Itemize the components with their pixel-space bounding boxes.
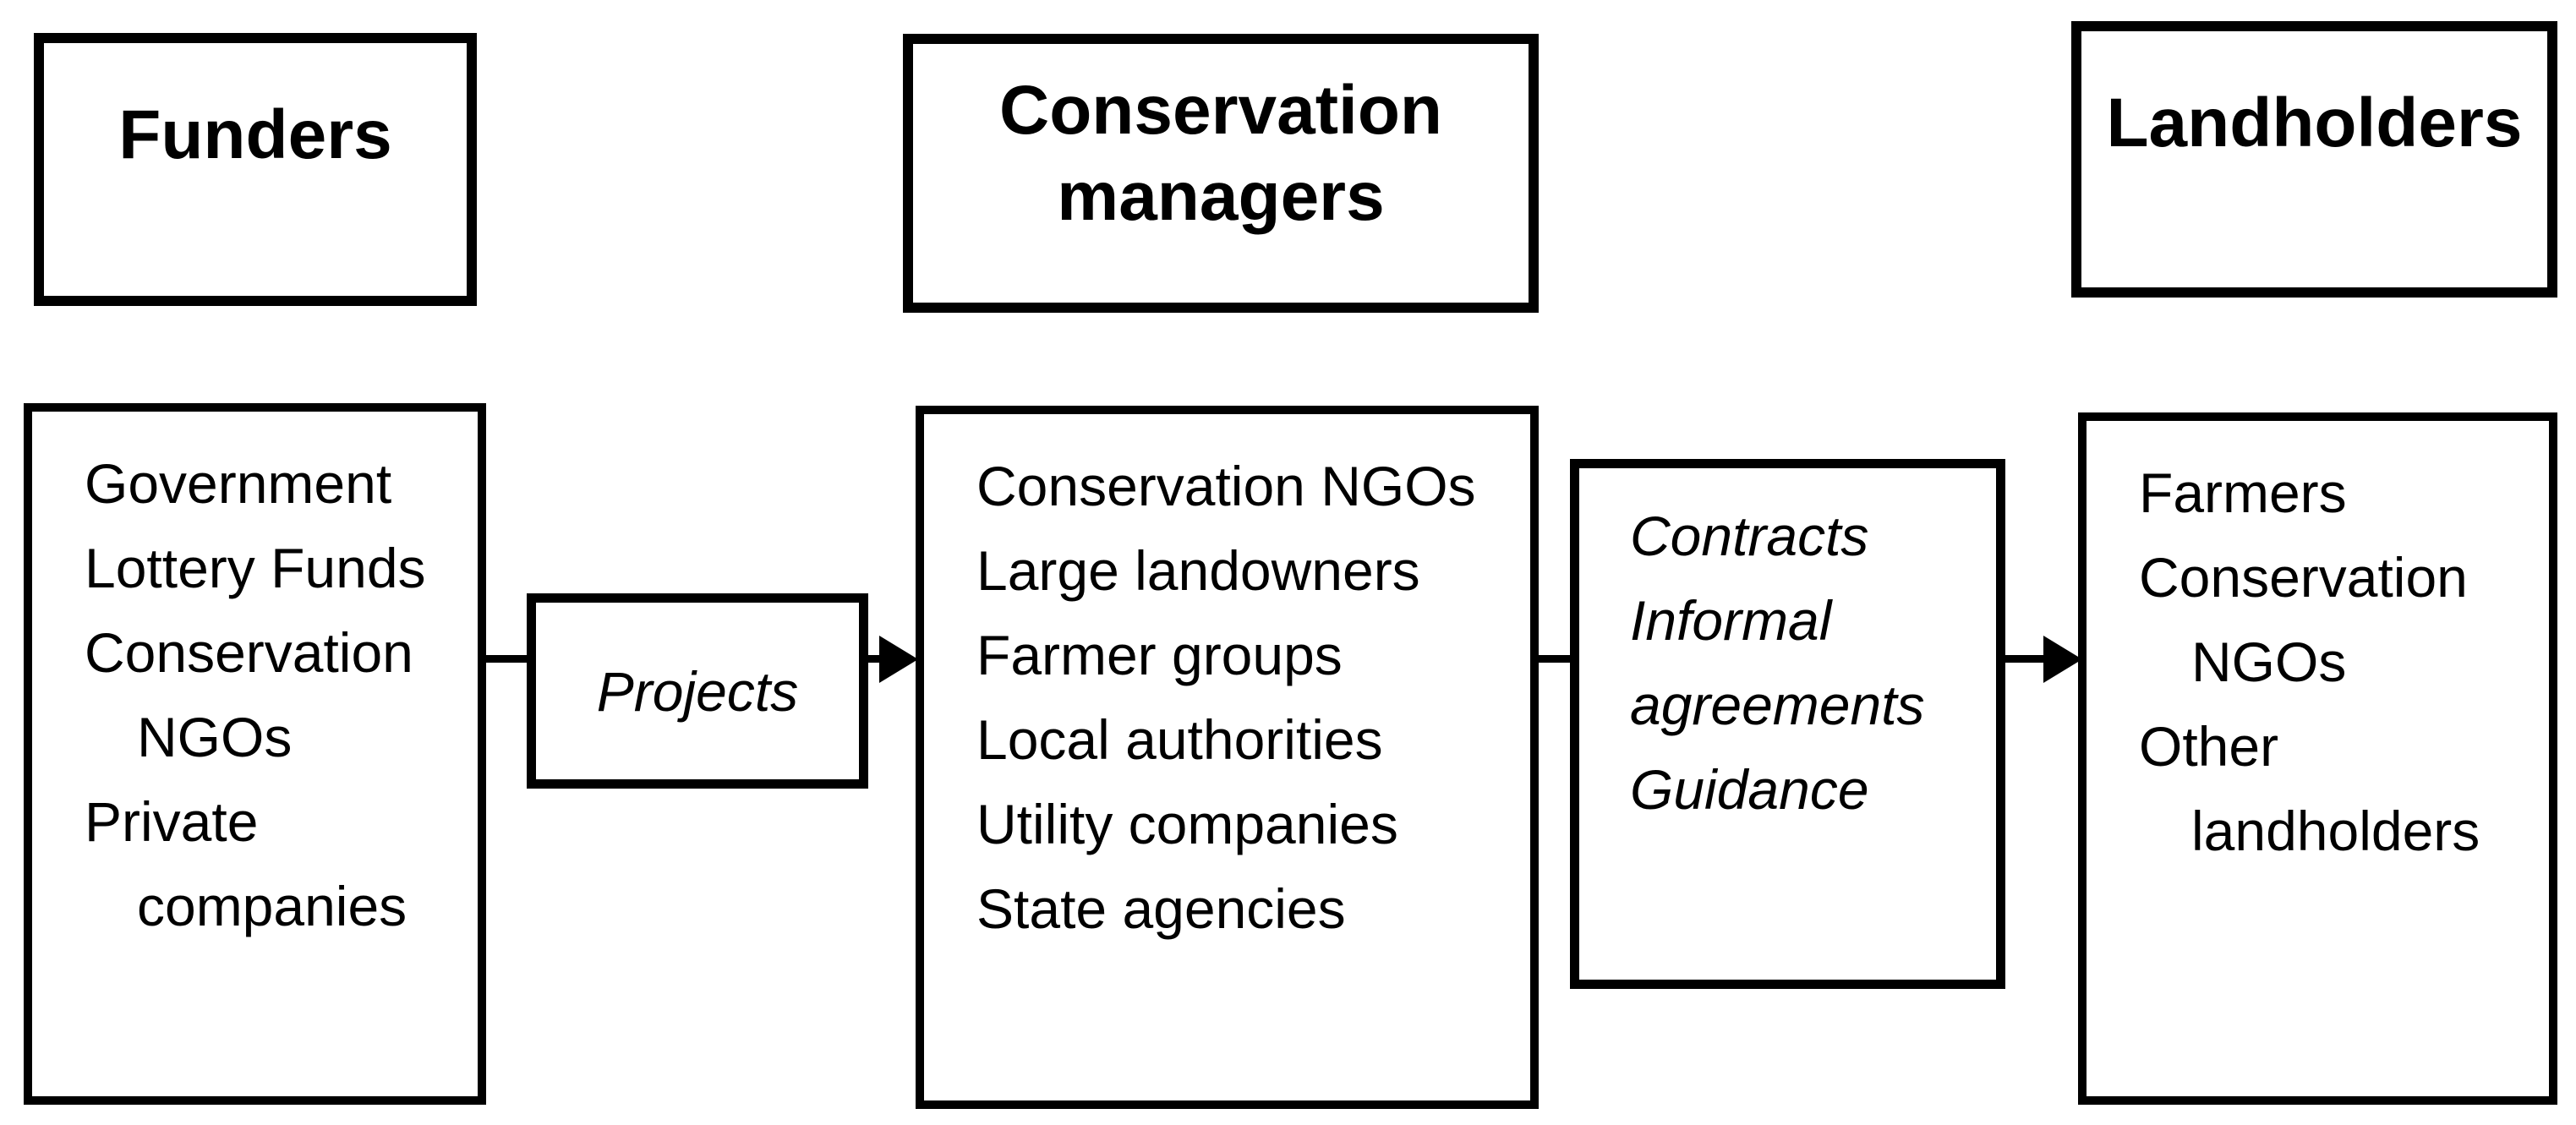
managers-item-large-landowners: Large landowners (976, 539, 1420, 602)
mechanisms-item-guidance: Guidance (1630, 758, 1869, 821)
funders-header-box: Funders (34, 33, 477, 306)
landholders-list-box: Farmers Conservation NGOs Other landhold… (2078, 412, 2557, 1105)
managers-item-utility-companies: Utility companies (976, 793, 1398, 855)
arrow-right-icon (2043, 636, 2082, 683)
arrow-right-icon (879, 636, 918, 683)
projects-label: Projects (596, 659, 799, 723)
conservation-managers-header-box: Conservation managers (903, 34, 1539, 313)
funders-item-government: Government (85, 452, 392, 515)
funders-item-conservation-ngos-line1: Conservation (85, 621, 413, 684)
funders-item-private-companies-line1: Private (85, 790, 259, 853)
landholders-item-other-landholders-line1: Other (2139, 715, 2279, 778)
projects-box: Projects (527, 593, 868, 789)
mechanisms-item-informal-agreements-line2: agreements (1630, 674, 1925, 736)
funders-header-label: Funders (118, 96, 392, 173)
landholders-item-conservation-ngos-line2: NGOs (2191, 631, 2347, 693)
mechanisms-box: Contracts Informal agreements Guidance (1570, 459, 2005, 989)
mechanisms-item-contracts: Contracts (1630, 505, 1869, 567)
managers-to-mechanisms-line (1534, 655, 1575, 663)
managers-item-state-agencies: State agencies (976, 877, 1346, 940)
funders-list-box: Government Lottery Funds Conservation NG… (24, 403, 486, 1105)
funders-item-lottery-funds: Lottery Funds (85, 537, 426, 599)
landholders-header-box: Landholders (2071, 21, 2557, 298)
funders-to-projects-line (482, 655, 533, 663)
landholders-header-label: Landholders (2106, 85, 2523, 161)
landholders-item-other-landholders-line2: landholders (2191, 800, 2480, 862)
managers-item-farmer-groups: Farmer groups (976, 624, 1343, 686)
funders-item-conservation-ngos-line2: NGOs (137, 706, 293, 768)
landholders-item-conservation-ngos-line1: Conservation (2139, 546, 2468, 609)
managers-item-local-authorities: Local authorities (976, 708, 1383, 771)
mechanisms-to-landholders-line (2001, 655, 2047, 663)
conservation-managers-header-label: Conservation managers (999, 72, 1442, 235)
mechanisms-item-informal-agreements-line1: Informal (1630, 589, 1832, 652)
projects-to-managers-line (864, 655, 884, 663)
conservation-managers-list-box: Conservation NGOs Large landowners Farme… (916, 406, 1539, 1109)
landholders-item-farmers: Farmers (2139, 461, 2347, 524)
managers-item-conservation-ngos: Conservation NGOs (976, 455, 1476, 517)
funders-item-private-companies-line2: companies (137, 875, 407, 937)
